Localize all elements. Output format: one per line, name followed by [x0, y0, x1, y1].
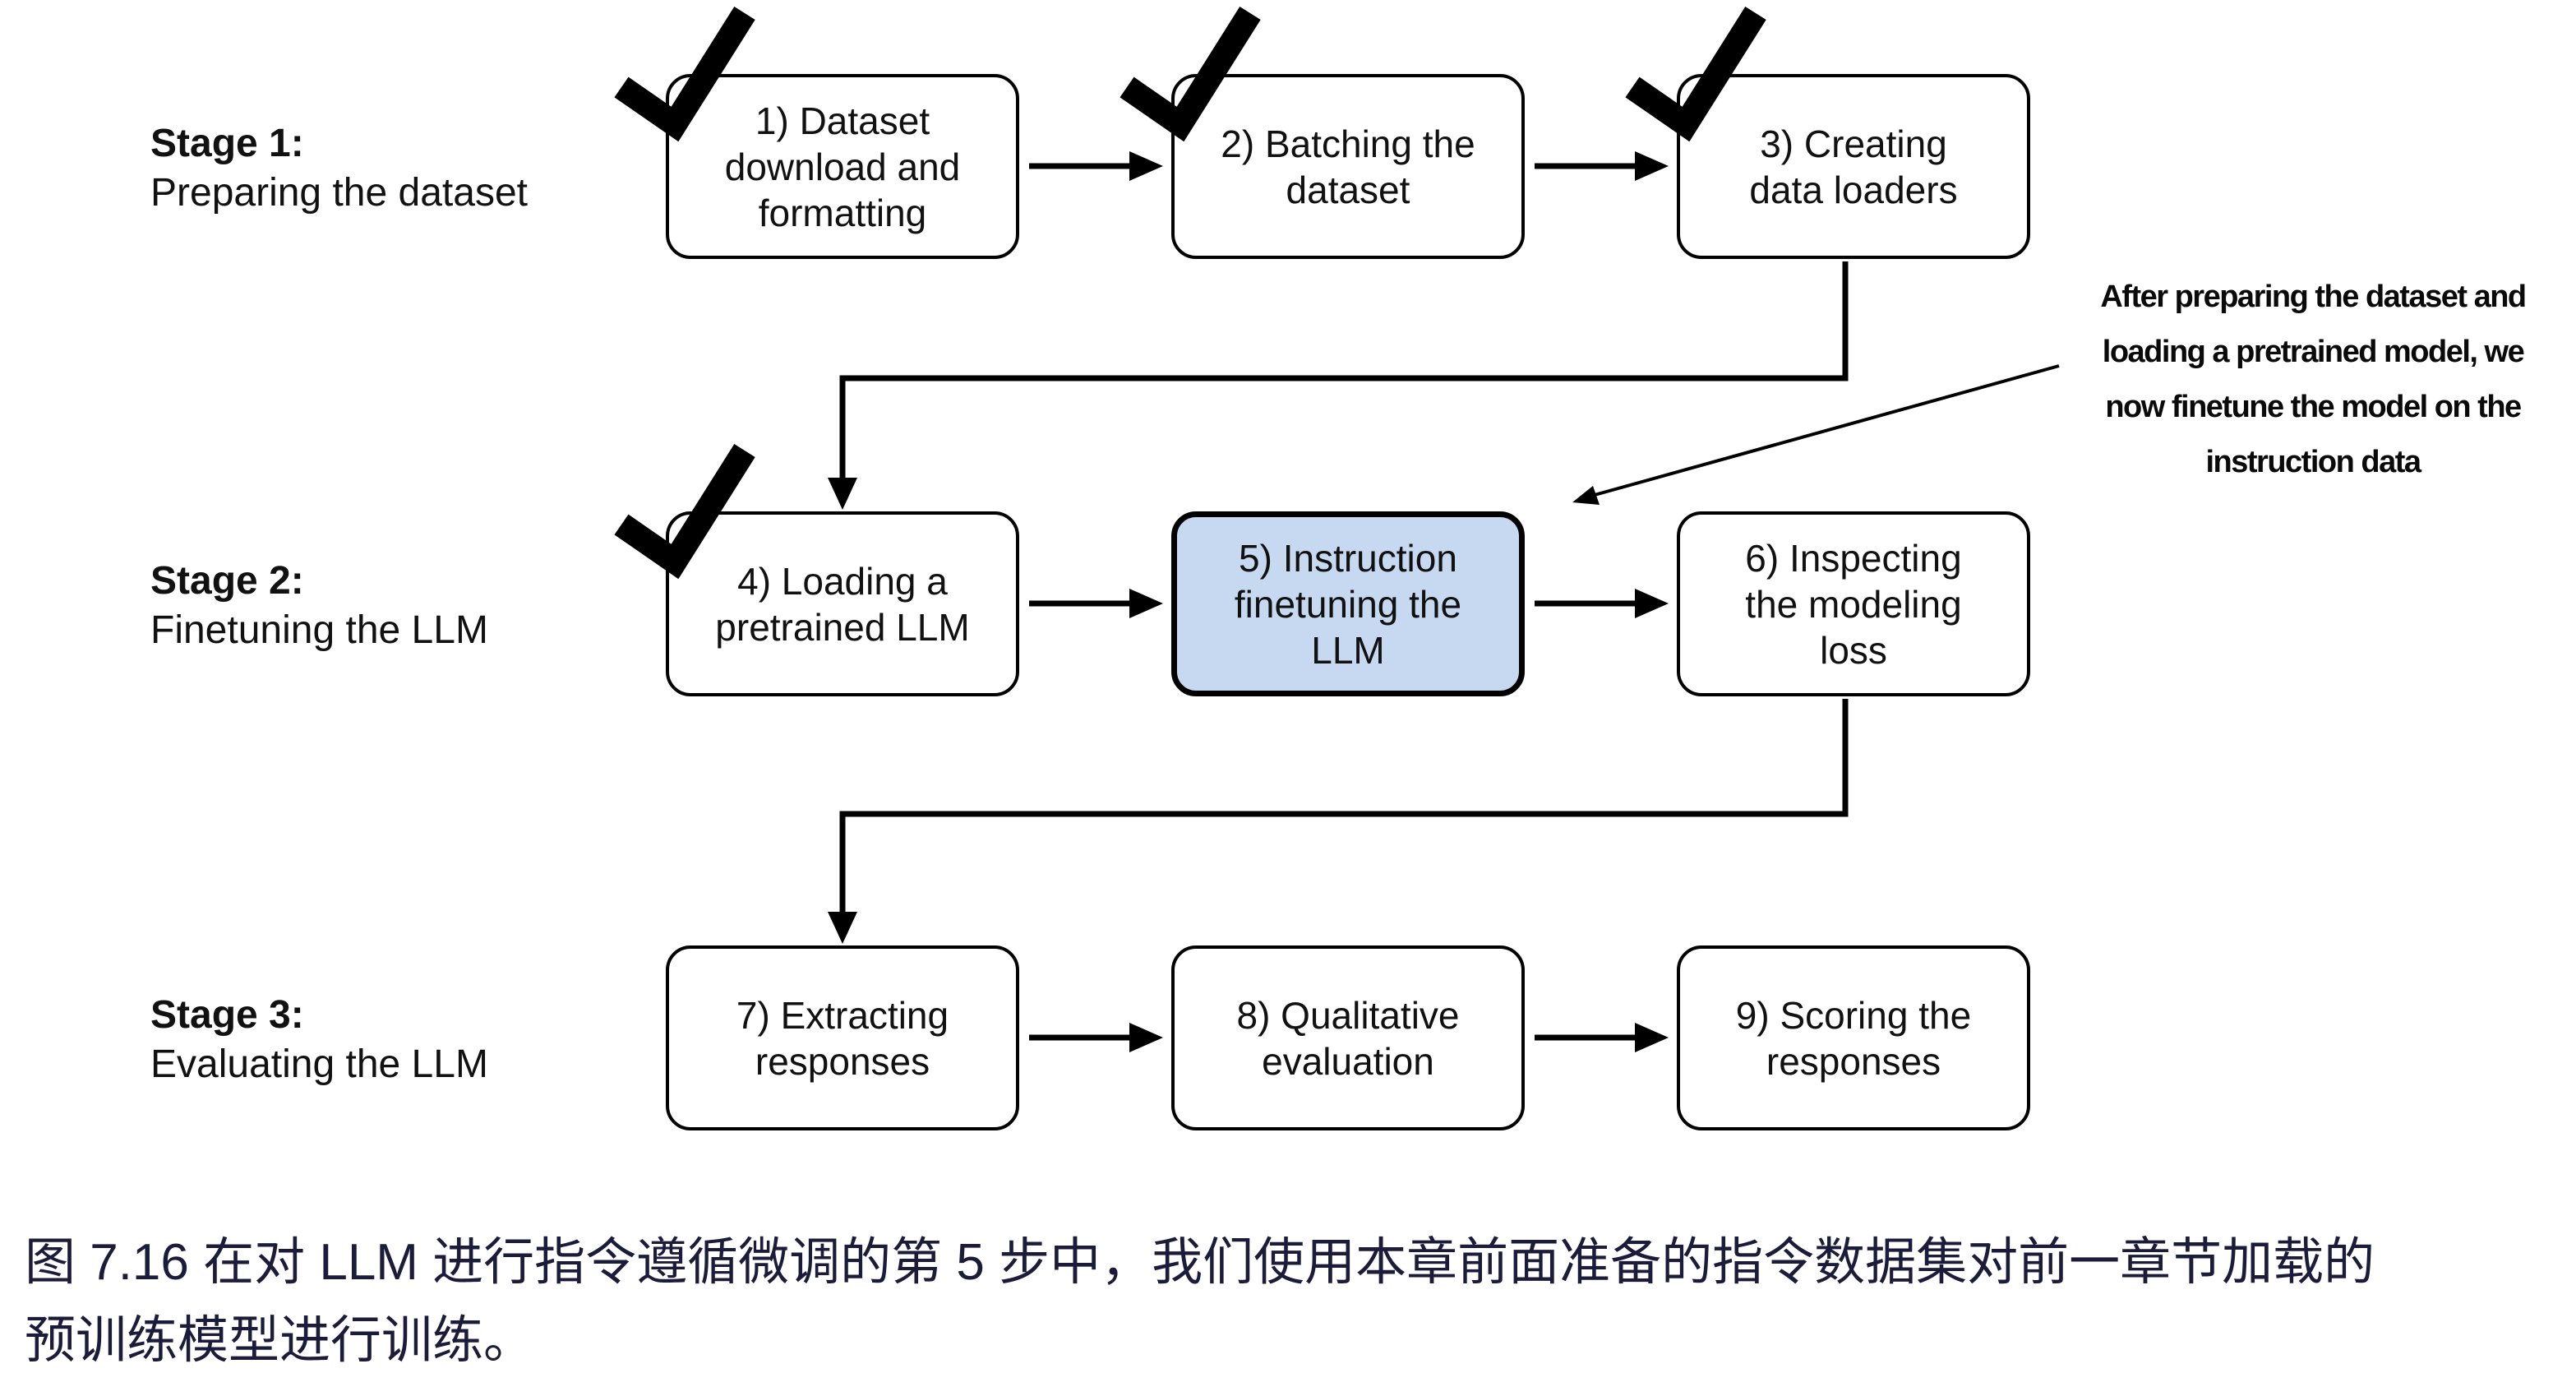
box-label: 2) Batching the dataset [1221, 122, 1475, 211]
arrow-box1-box2 [1029, 151, 1163, 181]
checkmark-icon [614, 444, 755, 580]
arrow-box2-box3 [1535, 151, 1669, 181]
box-5-instruction-finetuning: 5) Instruction finetuning the LLM [1171, 511, 1525, 696]
arrow-box5-box6 [1535, 589, 1669, 618]
box-label: 7) Extracting responses [736, 993, 949, 1083]
stage-label-2: Stage 2: Finetuning the LLM [150, 557, 676, 655]
box-8-qualitative-evaluation: 8) Qualitative evaluation [1171, 945, 1525, 1130]
box-label: 6) Inspecting the modeling loss [1745, 536, 1962, 672]
checkmark-icon [1119, 7, 1261, 142]
box-label: 3) Creating data loaders [1749, 122, 1958, 211]
box-label: 9) Scoring the responses [1735, 993, 1972, 1083]
box-2-batching-dataset: 2) Batching the dataset [1119, 7, 1525, 259]
box-label: 4) Loading a pretrained LLM [715, 559, 970, 649]
arrow-box4-box5 [1029, 589, 1163, 618]
box-4-loading-pretrained-llm: 4) Loading a pretrained LLM [614, 444, 1019, 696]
box-label: 8) Qualitative evaluation [1236, 993, 1460, 1083]
arrow-box7-box8 [1029, 1023, 1163, 1052]
stage-label-1: Stage 1: Preparing the dataset [150, 119, 676, 218]
box-9-scoring-responses: 9) Scoring the responses [1677, 945, 2030, 1130]
box-1-dataset-download: 1) Dataset download and formatting [614, 7, 1019, 259]
elbow-connector-box6-box7 [828, 699, 1849, 944]
box-6-inspecting-modeling-loss: 6) Inspecting the modeling loss [1677, 511, 2030, 696]
elbow-connector-box3-box4 [828, 261, 1849, 510]
stage-2-title: Stage 2: [150, 559, 304, 603]
stage-3-subtitle: Evaluating the LLM [150, 1042, 488, 1086]
stage-1-title: Stage 1: [150, 122, 304, 165]
annotation-note: After preparing the dataset and loading … [2100, 280, 2527, 479]
box-label: 1) Dataset download and formatting [724, 99, 961, 234]
box-label: 5) Instruction finetuning the LLM [1234, 536, 1462, 672]
arrow-box8-box9 [1535, 1023, 1669, 1052]
annotation-arrow [1572, 364, 2060, 505]
stage-3-title: Stage 3: [150, 993, 304, 1037]
figure-caption: 图 7.16 在对 LLM 进行指令遵循微调的第 5 步中，我们使用本章前面准备… [25, 1234, 2375, 1369]
stage-1-subtitle: Preparing the dataset [150, 171, 528, 215]
box-7-extracting-responses: 7) Extracting responses [666, 945, 1019, 1130]
checkmark-icon [614, 7, 755, 142]
checkmark-icon [1625, 7, 1766, 142]
stage-label-3: Stage 3: Evaluating the LLM [150, 991, 676, 1089]
box-3-creating-data-loaders: 3) Creating data loaders [1625, 7, 2030, 259]
stage-2-subtitle: Finetuning the LLM [150, 608, 488, 652]
